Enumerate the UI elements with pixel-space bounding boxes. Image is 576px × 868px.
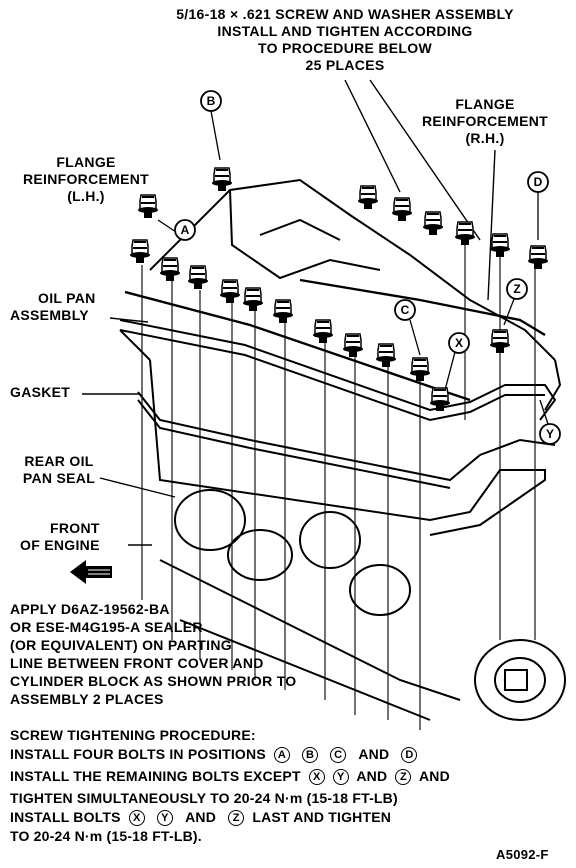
bolt	[342, 333, 364, 358]
sealer-note-line: CYLINDER BLOCK AS SHOWN PRIOR TO	[10, 673, 297, 689]
procedure-line2-text: INSTALL THE REMAINING BOLTS EXCEPT	[10, 768, 301, 784]
bolt-c	[409, 357, 431, 382]
gasket-outline	[137, 391, 556, 489]
bolt-label-d: D	[534, 175, 543, 189]
oil-pan-label: OIL PAN ASSEMBLY	[10, 290, 96, 324]
rear-seal-line2: PAN SEAL	[22, 470, 96, 486]
bolt-label-x: X	[455, 336, 463, 350]
front-line1: FRONT	[50, 520, 100, 536]
bolt-marker-y: Y	[156, 810, 173, 827]
crankshaft-area	[159, 489, 566, 721]
bolt	[272, 299, 294, 324]
procedure-title: SCREW TIGHTENING PROCEDURE:	[10, 727, 256, 743]
flange-lh-label: FLANGE REINFORCEMENT (L.H.)	[6, 154, 166, 205]
procedure-line3: TIGHTEN SIMULTANEOUSLY TO 20-24 N·m (15-…	[10, 790, 398, 806]
bolt	[391, 197, 413, 222]
bolt-marker-x: X	[128, 810, 145, 827]
front-line2: OF ENGINE	[20, 537, 100, 553]
bolt-z	[489, 329, 511, 354]
bolt-marker-y: Y	[332, 769, 349, 786]
rear-seal-label: REAR OIL PAN SEAL	[10, 453, 108, 487]
bolt-marker-c: C	[330, 747, 347, 764]
bolt-label-y: Y	[546, 427, 554, 441]
sealer-note-line: (OR EQUIVALENT) ON PARTING	[10, 637, 232, 653]
flange-reinforcement-lh	[124, 290, 471, 402]
sealer-note: APPLY D6AZ-19562-BA OR ESE-M4G195-A SEAL…	[10, 600, 297, 708]
bolt	[187, 265, 209, 290]
screw-callout-line4: 25 PLACES	[305, 57, 385, 73]
procedure-line4: INSTALL BOLTS X Y AND Z LAST AND TIGHTEN	[10, 809, 392, 827]
flange-rh-label: FLANGE REINFORCEMENT (R.H.)	[400, 96, 570, 147]
procedure-and: AND	[185, 809, 217, 825]
bolt	[489, 233, 511, 258]
procedure-and: AND	[418, 768, 450, 784]
sealer-note-line: OR ESE-M4G195-A SEALER	[10, 619, 203, 635]
flange-lh-line1: FLANGE	[56, 154, 116, 170]
bolt-callout-letters: B A C X Z D Y	[181, 94, 554, 441]
bolt-d	[527, 245, 549, 270]
bolt-guide-lines	[141, 245, 536, 730]
oil-pan-line1: OIL PAN	[38, 290, 96, 306]
bolt-label-z: Z	[513, 282, 520, 296]
sealer-note-line: APPLY D6AZ-19562-BA	[10, 601, 170, 617]
gasket-label: GASKET	[10, 384, 71, 400]
flange-rh-line3: (R.H.)	[465, 130, 505, 146]
bolt-label-c: C	[401, 303, 410, 317]
screw-callout-line3: TO PROCEDURE BELOW	[258, 40, 432, 56]
bolt-callout-leaders	[157, 110, 549, 425]
bolt	[375, 343, 397, 368]
bolt	[454, 221, 476, 246]
bolts	[129, 167, 549, 412]
procedure-and: AND	[356, 768, 388, 784]
oil-pan	[119, 319, 557, 536]
bolt-marker-b: B	[302, 747, 319, 764]
bolt	[242, 287, 264, 312]
callout-leaders	[82, 79, 496, 546]
screw-callout-line2: INSTALL AND TIGHTEN ACCORDING	[217, 23, 473, 39]
engine-block	[149, 178, 562, 411]
bolt	[357, 185, 379, 210]
figure-id: A5092-F	[496, 847, 549, 862]
bolt	[159, 257, 181, 282]
sealer-note-line: ASSEMBLY 2 PLACES	[10, 691, 164, 707]
procedure-line4-suffix: LAST AND TIGHTEN	[252, 809, 392, 825]
bolt-a	[137, 194, 159, 219]
procedure-line1-text: INSTALL FOUR BOLTS IN POSITIONS	[10, 746, 266, 762]
flange-rh-line1: FLANGE	[455, 96, 515, 112]
procedure-line1: INSTALL FOUR BOLTS IN POSITIONS A B C AN…	[10, 746, 421, 764]
front-arrow-icon	[70, 560, 112, 584]
screw-callout: 5/16-18 × .621 SCREW AND WASHER ASSEMBLY…	[120, 6, 570, 74]
bolt-b	[211, 167, 233, 192]
procedure-and: AND	[358, 746, 390, 762]
flange-lh-line3: (L.H.)	[67, 188, 105, 204]
bolt-marker-x: X	[308, 769, 325, 786]
bolt	[129, 239, 151, 264]
bolt-label-b: B	[207, 94, 216, 108]
oil-pan-line2: ASSEMBLY	[10, 307, 89, 323]
bolt-marker-z: Z	[228, 810, 245, 827]
procedure-line4-text: INSTALL BOLTS	[10, 809, 121, 825]
flange-lh-line2: REINFORCEMENT	[22, 171, 149, 187]
bolt-callout-circles	[174, 90, 561, 445]
flange-rh-line2: REINFORCEMENT	[421, 113, 548, 129]
bolt-marker-d: D	[401, 747, 418, 764]
bolt	[312, 319, 334, 344]
bolt	[422, 211, 444, 236]
bolt-marker-z: Z	[395, 769, 412, 786]
procedure-line5: TO 20-24 N·m (15-18 FT-LB).	[10, 828, 202, 844]
flange-reinforcement-rh	[299, 278, 546, 337]
bolt-marker-a: A	[273, 747, 290, 764]
screw-callout-line1: 5/16-18 × .621 SCREW AND WASHER ASSEMBLY	[176, 6, 514, 22]
rear-seal-line1: REAR OIL	[24, 453, 94, 469]
bolt-label-a: A	[181, 223, 190, 237]
front-of-engine-label: FRONT OF ENGINE	[20, 520, 100, 554]
bolt	[219, 279, 241, 304]
